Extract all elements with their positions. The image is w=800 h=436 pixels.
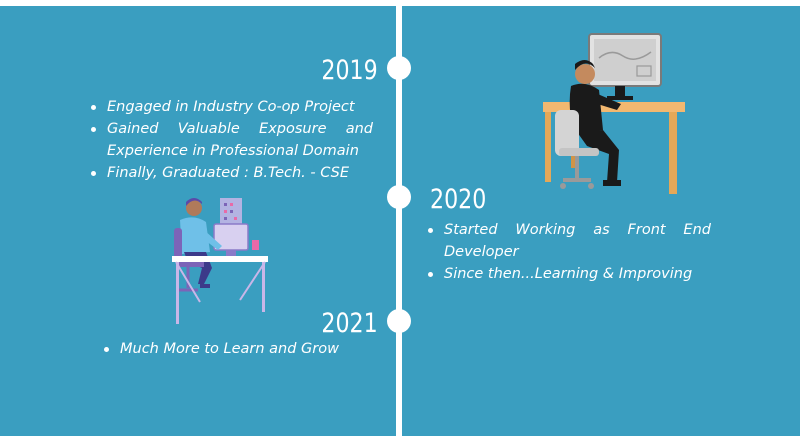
year-label-2019: 2019: [321, 55, 378, 86]
milestone-list-2021: Much More to Learn and Grow: [104, 338, 374, 360]
milestone-list-2020: Started Working as Front End Developer S…: [428, 219, 711, 285]
list-item: Gained Valuable Exposure and Experience …: [91, 118, 373, 162]
timeline-axis: [396, 0, 402, 436]
year-label-2021: 2021: [321, 308, 378, 339]
list-item: Much More to Learn and Grow: [104, 338, 374, 360]
timeline-node-2019: [387, 56, 411, 80]
list-item: Since then...Learning & Improving: [428, 263, 711, 285]
developer-at-desk-illustration: [172, 198, 268, 324]
worker-at-desk-illustration: [543, 33, 685, 194]
list-item: Finally, Graduated : B.Tech. - CSE: [91, 162, 373, 184]
timeline-node-2021: [387, 309, 411, 333]
milestone-list-2019: Engaged in Industry Co-op Project Gained…: [91, 96, 373, 184]
timeline-node-2020: [387, 185, 411, 209]
list-item: Started Working as Front End Developer: [428, 219, 711, 263]
year-label-2020: 2020: [430, 184, 487, 215]
list-item: Engaged in Industry Co-op Project: [91, 96, 373, 118]
